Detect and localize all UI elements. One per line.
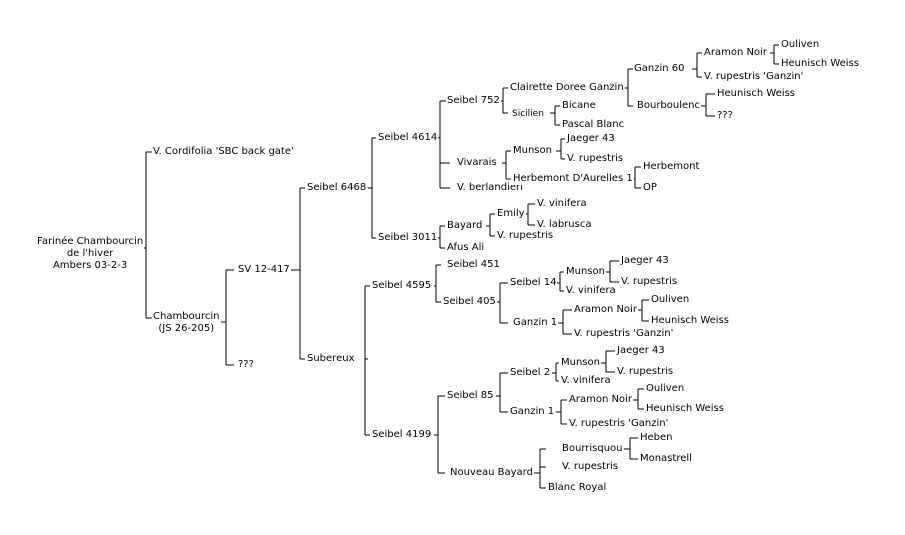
v-rupestris-label-2: V. rupestris (496, 230, 555, 242)
seibel-14-label: Seibel 14 (509, 277, 558, 289)
v-rupestris-label-3: V. rupestris (620, 276, 679, 288)
op-label: OP (642, 182, 658, 194)
jaeger-43-label-1: Jaeger 43 (566, 133, 616, 145)
heunisch-weiss-label-2: Heunisch Weiss (716, 88, 797, 100)
parent-cordifolia-label: V. Cordifolia 'SBC back gate' (152, 146, 295, 158)
seibel-451-label: Seibel 451 (446, 259, 501, 271)
seibel-752-label: Seibel 752 (446, 95, 501, 107)
ganzin-60-label: Ganzin 60 (633, 63, 686, 75)
aramon-noir-label-1: Aramon Noir (703, 47, 768, 59)
bourboulenc-unknown-parent-label: ??? (716, 110, 734, 122)
seibel-4595-label: Seibel 4595 (371, 280, 433, 292)
munson-label-2: Munson (565, 266, 606, 278)
heunisch-weiss-label-1: Heunisch Weiss (780, 58, 861, 70)
herbemont-label: Herbemont (642, 161, 701, 173)
seibel-405-label: Seibel 405 (442, 296, 497, 308)
blanc-royal-label: Blanc Royal (547, 482, 608, 494)
ouliven-label-3: Ouliven (645, 383, 686, 395)
aramon-noir-label-3: Aramon Noir (568, 394, 633, 406)
v-rupestris-ganzin-label-3: V. rupestris 'Ganzin' (568, 418, 670, 430)
jaeger-43-label-3: Jaeger 43 (616, 345, 666, 357)
herbemont-daurelles-label: Herbemont D'Aurelles 1 (512, 173, 634, 185)
nouveau-bayard-label: Nouveau Bayard (449, 467, 534, 479)
bourboulenc-label: Bourboulenc (636, 100, 701, 112)
vivarais-label: Vivarais (456, 157, 498, 169)
v-vinifera-label-2: V. vinifera (565, 285, 617, 297)
seibel-6468-label: Seibel 6468 (306, 182, 368, 194)
seibel-4614-label: Seibel 4614 (377, 132, 439, 144)
v-rupestris-label-4: V. rupestris (616, 366, 675, 378)
v-vinifera-label-1: V. vinifera (536, 198, 588, 210)
v-vinifera-label-3: V. vinifera (560, 375, 612, 387)
v-berlandieri-label: V. berlandieri (456, 182, 524, 194)
monastrell-label: Monastrell (639, 453, 693, 465)
ouliven-label-2: Ouliven (650, 294, 691, 306)
ouliven-label-1: Ouliven (780, 39, 821, 51)
munson-label-3: Munson (560, 357, 601, 369)
ganzin-1-label-2: Ganzin 1 (509, 406, 556, 418)
bourrisquou-label: Bourrisquou (561, 443, 624, 455)
heben-label: Heben (639, 432, 674, 444)
sv-12-417-label: SV 12-417 (237, 264, 291, 276)
parent-chambourcin-label: Chambourcin (JS 26-205) (152, 311, 221, 335)
jaeger-43-label-2: Jaeger 43 (620, 255, 670, 267)
seibel-2-label: Seibel 2 (509, 367, 552, 379)
ganzin-1-label-1: Ganzin 1 (512, 317, 559, 329)
seibel-3011-label: Seibel 3011 (377, 232, 439, 244)
v-rupestris-label-1: V. rupestris (566, 153, 625, 165)
pascal-blanc-label: Pascal Blanc (561, 119, 626, 131)
v-rupestris-ganzin-label-1: V. rupestris 'Ganzin' (703, 71, 805, 83)
v-rupestris-ganzin-label-2: V. rupestris 'Ganzin' (573, 328, 675, 340)
emily-label: Emily (496, 208, 526, 220)
seibel-85-label: Seibel 85 (446, 390, 495, 402)
munson-label-1: Munson (512, 145, 553, 157)
chambourcin-unknown-parent-label: ??? (237, 359, 255, 371)
clairette-doree-ganzin-label: Clairette Doree Ganzin (509, 82, 625, 94)
heunisch-weiss-label-3: Heunisch Weiss (650, 315, 731, 327)
bicane-label: Bicane (561, 100, 597, 112)
root-cultivar-label: Farinée Chambourcin de l'hiver Ambers 03… (36, 236, 145, 272)
aramon-noir-label-2: Aramon Noir (573, 304, 638, 316)
v-rupestris-label-5: V. rupestris (561, 461, 620, 473)
sicilien-label: Sicilien (511, 108, 545, 120)
subereux-label: Subereux (306, 353, 356, 365)
afus-ali-label: Afus Ali (446, 242, 486, 254)
heunisch-weiss-label-4: Heunisch Weiss (645, 403, 726, 415)
v-labrusca-label: V. labrusca (536, 219, 593, 231)
seibel-4199-label: Seibel 4199 (371, 429, 433, 441)
bayard-label: Bayard (446, 220, 484, 232)
